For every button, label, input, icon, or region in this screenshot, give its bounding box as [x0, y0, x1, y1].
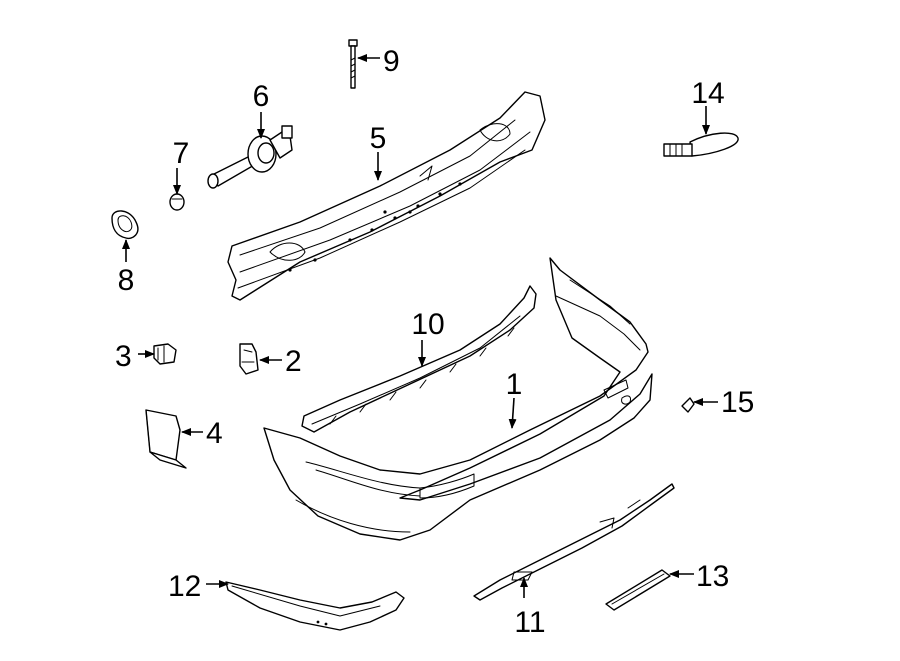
- callout-12: 12: [168, 570, 201, 603]
- callout-5: 5: [370, 122, 387, 155]
- callout-8: 8: [118, 264, 135, 297]
- callout-13: 13: [696, 560, 729, 593]
- callout-2: 2: [285, 345, 302, 378]
- callout-9: 9: [383, 45, 400, 78]
- leader-lines: [122, 54, 718, 598]
- part-14-bulb[interactable]: [663, 132, 739, 157]
- callout-14: 14: [691, 77, 724, 110]
- part-10-absorber-strip[interactable]: [301, 285, 537, 433]
- callout-15: 15: [721, 386, 754, 419]
- part-7-clip[interactable]: [169, 193, 185, 211]
- part-8-seal-ring[interactable]: [111, 210, 139, 240]
- callout-labels: 1 2 3 4 5 6 7 8 9 10 11 12 13 14 15: [115, 45, 754, 639]
- callout-10: 10: [411, 308, 444, 341]
- part-2-bracket[interactable]: [239, 343, 259, 375]
- callout-1: 1: [506, 368, 523, 401]
- part-13-reflector[interactable]: [605, 569, 671, 611]
- part-1-bumper-cover[interactable]: [263, 257, 653, 541]
- callout-3: 3: [115, 340, 132, 373]
- part-9-bolt[interactable]: [348, 39, 358, 89]
- part-4-support[interactable]: [145, 409, 187, 469]
- leader-1: [508, 397, 517, 429]
- part-5-impact-bar[interactable]: [227, 91, 546, 301]
- callout-7: 7: [173, 137, 190, 170]
- callout-6: 6: [253, 80, 270, 113]
- part-15-clip[interactable]: [681, 397, 695, 413]
- part-11-lower-molding[interactable]: [473, 483, 675, 601]
- part-12-side-molding[interactable]: [225, 581, 405, 631]
- callout-11: 11: [514, 606, 545, 639]
- part-3-retainer[interactable]: [153, 343, 177, 365]
- callout-4: 4: [206, 417, 223, 450]
- part-6-absorber-mount[interactable]: [207, 125, 293, 189]
